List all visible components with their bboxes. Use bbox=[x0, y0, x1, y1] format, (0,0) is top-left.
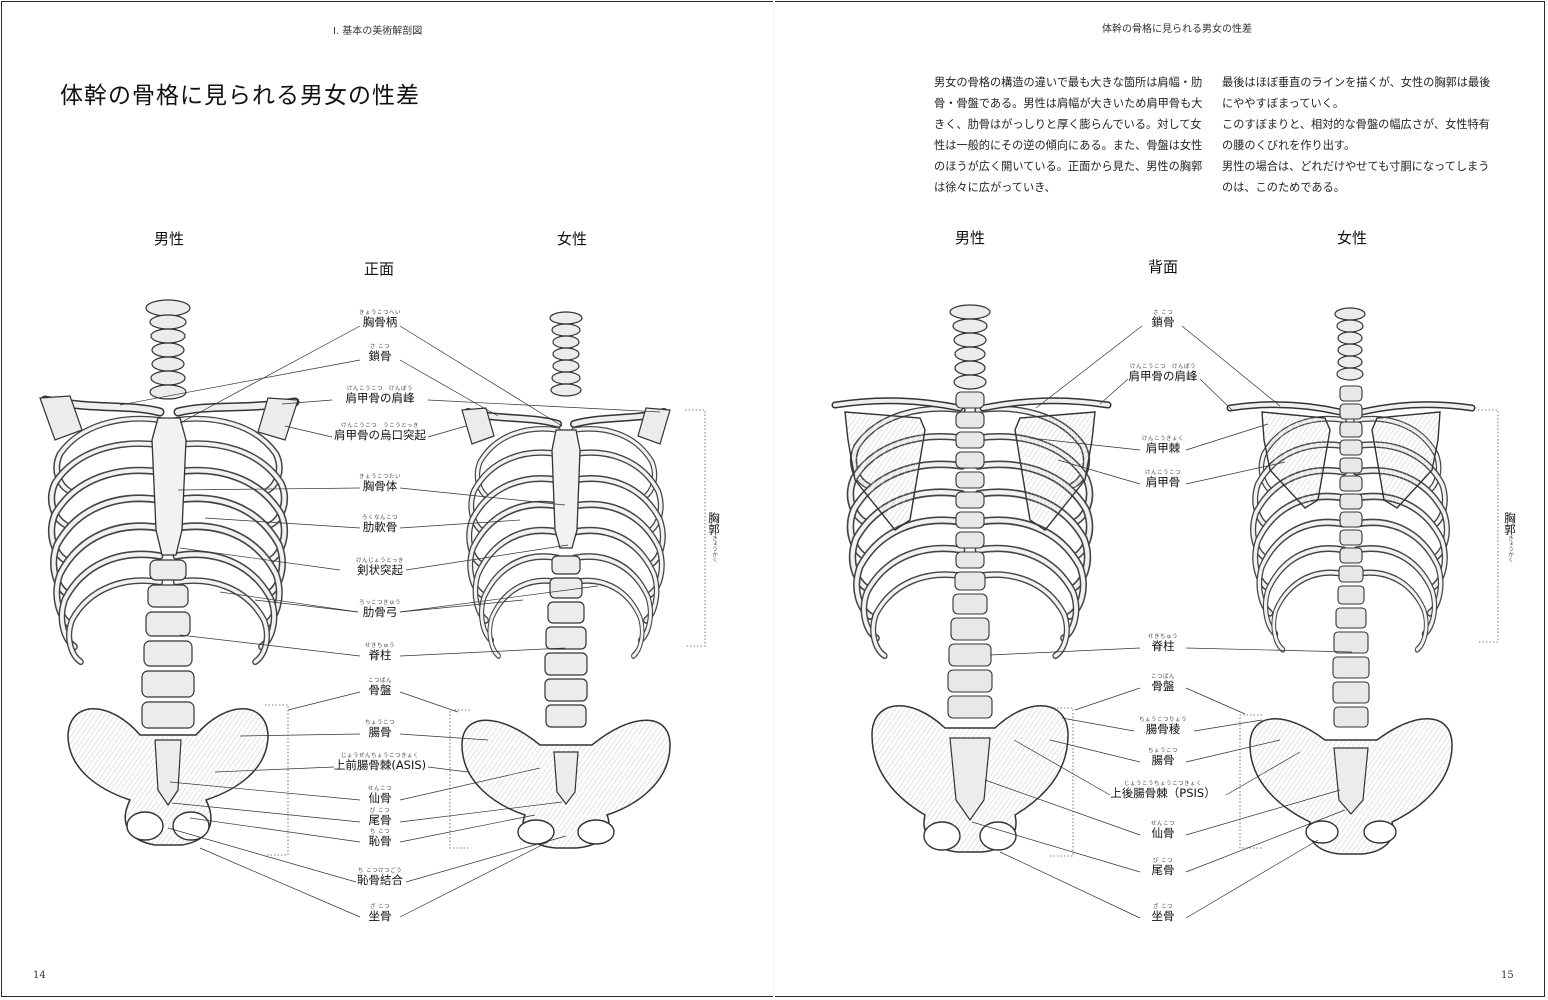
label-pelvis: こつばん骨盤 bbox=[367, 678, 393, 697]
label-scapula: けんこうこつ肩甲骨 bbox=[1144, 470, 1182, 489]
label-clavicle-back: さ こつ鎖骨 bbox=[1151, 310, 1175, 329]
label-coracoid-process: けんこうこつ うこうとっき肩甲骨の烏口突起 bbox=[334, 423, 426, 442]
label-scapular-spine: けんこうきょく肩甲棘 bbox=[1141, 436, 1185, 455]
paragraph: 最後はほぼ垂直のラインを描くが、女性の胸郭は最後にややすぼまっていく。 bbox=[1222, 76, 1491, 110]
label-spine-back: せきちゅう脊柱 bbox=[1147, 634, 1179, 653]
paragraph: 男性の場合は、どれだけやせても寸胴になってしまうのは、このためである。 bbox=[1222, 160, 1490, 194]
thorax-bracket-left bbox=[685, 409, 706, 647]
label-asis: じょうぜんちょうこつきょく上前腸骨棘(ASIS) bbox=[333, 753, 427, 772]
leader-lines-right bbox=[971, 325, 1353, 919]
back-view-label: 背面 bbox=[1148, 258, 1179, 276]
label-sacrum: せんこつ仙骨 bbox=[367, 786, 393, 805]
label-ischium: ざ こつ坐骨 bbox=[368, 904, 392, 923]
book-gutter bbox=[773, 0, 775, 1000]
label-manubrium: きょうこつへい胸骨柄 bbox=[358, 310, 402, 329]
female-back-pelvis-bracket bbox=[1239, 714, 1262, 849]
label-pubic-symphysis: ち こつけつごう恥骨結合 bbox=[357, 868, 403, 887]
male-label-front: 男性 bbox=[154, 230, 185, 248]
male-back-pelvis-bracket bbox=[1050, 707, 1074, 857]
female-pelvis-bracket bbox=[449, 709, 470, 849]
page-title: 体幹の骨格に見られる男女の性差 bbox=[60, 83, 420, 109]
label-psis: じょうこうちょうこつきょく上後腸骨棘（PSIS） bbox=[1110, 781, 1216, 800]
label-costal-arch: ろっこつきゅう肋骨弓 bbox=[358, 600, 402, 619]
label-coccyx: び こつ尾骨 bbox=[368, 808, 392, 827]
male-label-back: 男性 bbox=[955, 229, 986, 247]
male-back-skeleton bbox=[831, 304, 1112, 853]
label-sacrum-back: せんこつ仙骨 bbox=[1150, 821, 1176, 840]
label-clavicle: さ こつ鎖骨 bbox=[368, 344, 392, 363]
page-number-right: 15 bbox=[1501, 970, 1514, 981]
label-ilium-back: ちょうこつ腸骨 bbox=[1147, 748, 1179, 767]
label-xiphoid-process: けんじょうとっき剣状突起 bbox=[356, 558, 404, 577]
male-front-skeleton bbox=[39, 299, 300, 846]
male-pelvis-bracket bbox=[265, 704, 289, 856]
label-ilium: ちょうこつ腸骨 bbox=[364, 720, 396, 739]
label-iliac-crest: ちょうこつりょう腸骨稜 bbox=[1138, 717, 1188, 736]
female-label-back: 女性 bbox=[1337, 229, 1368, 247]
label-thorax-left: 胸郭きょうかく bbox=[707, 512, 721, 563]
thorax-bracket-right bbox=[1478, 409, 1499, 643]
label-spine: せきちゅう脊柱 bbox=[364, 643, 396, 662]
label-pelvis-back: こつばん骨盤 bbox=[1150, 674, 1176, 693]
label-pubis: ち こつ恥骨 bbox=[368, 829, 392, 848]
paragraph: このすぼまりと、相対的な骨盤の幅広さが、女性特有の腰のくびれを作り出す。 bbox=[1222, 118, 1490, 152]
label-coccyx-back: び こつ尾骨 bbox=[1151, 858, 1175, 877]
leader-lines-left bbox=[119, 325, 661, 918]
label-acromion-back: けんこうこつ けんぽう肩甲骨の肩峰 bbox=[1128, 364, 1198, 383]
front-view-label: 正面 bbox=[364, 260, 395, 278]
body-text-col2: 最後はほぼ垂直のラインを描くが、女性の胸郭は最後にややすぼまっていく。 このすぼ… bbox=[1222, 72, 1494, 198]
label-ischium-back: ざ こつ坐骨 bbox=[1151, 904, 1175, 923]
label-sternum-body: きょうこつたい胸骨体 bbox=[358, 474, 402, 493]
body-text-col1: 男女の骨格の構造の違いで最も大きな箇所は肩幅・肋骨・骨盤である。男性は肩幅が大き… bbox=[934, 72, 1206, 198]
label-acromion: けんこうこつ けんぽう肩甲骨の肩峰 bbox=[345, 386, 415, 405]
female-front-skeleton bbox=[461, 311, 671, 849]
label-costal-cartilage: ろくなんこつ肋軟骨 bbox=[361, 515, 399, 534]
female-label-front: 女性 bbox=[557, 230, 588, 248]
running-head-left: I. 基本の美術解剖図 bbox=[333, 26, 423, 37]
page-number-left: 14 bbox=[33, 970, 46, 981]
running-head-right: 体幹の骨格に見られる男女の性差 bbox=[1102, 24, 1252, 35]
label-thorax-right: 胸郭きょうかく bbox=[1503, 512, 1517, 563]
paragraph: 男女の骨格の構造の違いで最も大きな箇所は肩幅・肋骨・骨盤である。男性は肩幅が大き… bbox=[934, 76, 1203, 194]
female-back-skeleton bbox=[1226, 307, 1476, 855]
